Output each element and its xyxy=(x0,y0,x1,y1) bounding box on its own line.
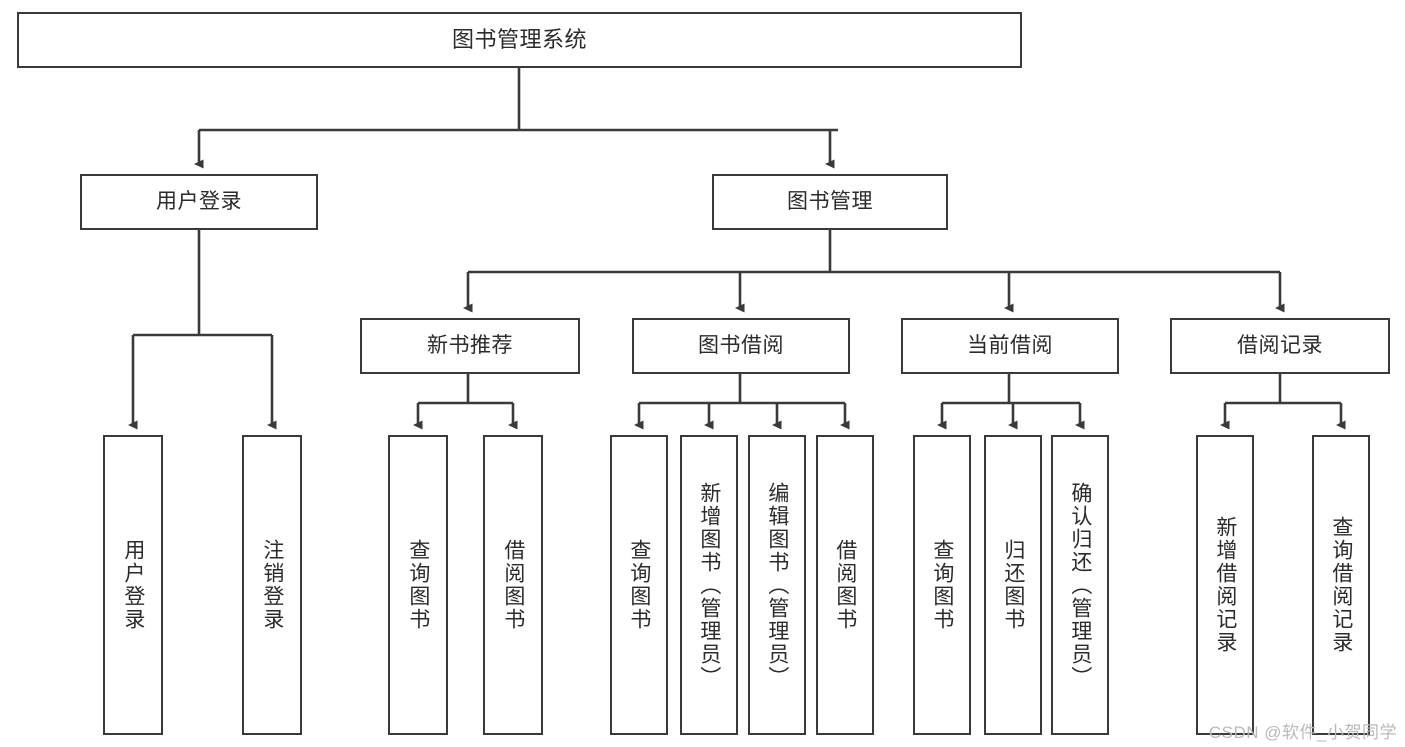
node-leaf-logout[interactable]: 注销登录 xyxy=(242,435,302,735)
node-leaf-query-book-rec-label: 查询图书 xyxy=(406,539,430,631)
node-leaf-return-book-label: 归还图书 xyxy=(1001,539,1025,631)
link-currentborrow-to-leaves xyxy=(937,374,1085,430)
node-current-borrow-label: 当前借阅 xyxy=(967,334,1053,358)
node-book-manage-label: 图书管理 xyxy=(787,190,873,214)
link-userlogin-to-leaves xyxy=(128,230,277,430)
node-current-borrow[interactable]: 当前借阅 xyxy=(901,318,1119,374)
node-new-book-rec-label: 新书推荐 xyxy=(427,334,513,358)
node-leaf-query-borrow-record-label: 查询借阅记录 xyxy=(1329,516,1353,654)
node-leaf-borrow-book[interactable]: 借阅图书 xyxy=(816,435,874,735)
node-leaf-query-borrow-record[interactable]: 查询借阅记录 xyxy=(1312,435,1370,735)
node-borrow-record[interactable]: 借阅记录 xyxy=(1170,318,1390,374)
node-book-manage[interactable]: 图书管理 xyxy=(712,174,948,230)
node-leaf-add-book-admin[interactable]: 新增图书（管理员） xyxy=(680,435,738,735)
node-leaf-add-book-admin-label: 新增图书（管理员） xyxy=(697,481,721,689)
node-new-book-rec[interactable]: 新书推荐 xyxy=(360,318,580,374)
node-leaf-query-book-rec[interactable]: 查询图书 xyxy=(388,435,448,735)
link-bookborrow-to-leaves xyxy=(634,374,850,430)
node-leaf-edit-book-admin-label: 编辑图书（管理员） xyxy=(765,481,789,689)
node-leaf-user-login[interactable]: 用户登录 xyxy=(103,435,163,735)
node-book-borrow[interactable]: 图书借阅 xyxy=(632,318,850,374)
node-leaf-query-book-current[interactable]: 查询图书 xyxy=(913,435,971,735)
node-user-login[interactable]: 用户登录 xyxy=(80,174,318,230)
link-newbookrec-to-leaves xyxy=(413,374,518,430)
node-leaf-confirm-return-admin-label: 确认归还（管理员） xyxy=(1068,481,1092,689)
node-leaf-borrow-book-rec-label: 借阅图书 xyxy=(501,539,525,631)
node-leaf-query-book-borrow-label: 查询图书 xyxy=(627,539,651,631)
node-leaf-add-borrow-record[interactable]: 新增借阅记录 xyxy=(1196,435,1254,735)
link-root-to-level2 xyxy=(194,68,838,169)
node-leaf-add-borrow-record-label: 新增借阅记录 xyxy=(1213,516,1237,654)
node-book-borrow-label: 图书借阅 xyxy=(698,334,784,358)
node-leaf-confirm-return-admin[interactable]: 确认归还（管理员） xyxy=(1051,435,1109,735)
link-borrowrecord-to-leaves xyxy=(1220,374,1346,430)
link-bookmanage-to-level3 xyxy=(463,230,1285,313)
node-borrow-record-label: 借阅记录 xyxy=(1237,334,1323,358)
node-leaf-borrow-book-rec[interactable]: 借阅图书 xyxy=(483,435,543,735)
node-root-label: 图书管理系统 xyxy=(451,26,587,52)
node-root[interactable]: 图书管理系统 xyxy=(17,12,1022,68)
node-user-login-label: 用户登录 xyxy=(156,190,242,214)
node-leaf-return-book[interactable]: 归还图书 xyxy=(984,435,1042,735)
node-leaf-query-book-current-label: 查询图书 xyxy=(930,539,954,631)
node-leaf-user-login-label: 用户登录 xyxy=(121,539,145,631)
node-leaf-query-book-borrow[interactable]: 查询图书 xyxy=(610,435,668,735)
node-leaf-edit-book-admin[interactable]: 编辑图书（管理员） xyxy=(748,435,806,735)
node-leaf-logout-label: 注销登录 xyxy=(260,539,284,631)
node-leaf-borrow-book-label: 借阅图书 xyxy=(833,539,857,631)
watermark-text: CSDN @软件_小贺同学 xyxy=(1208,723,1397,742)
